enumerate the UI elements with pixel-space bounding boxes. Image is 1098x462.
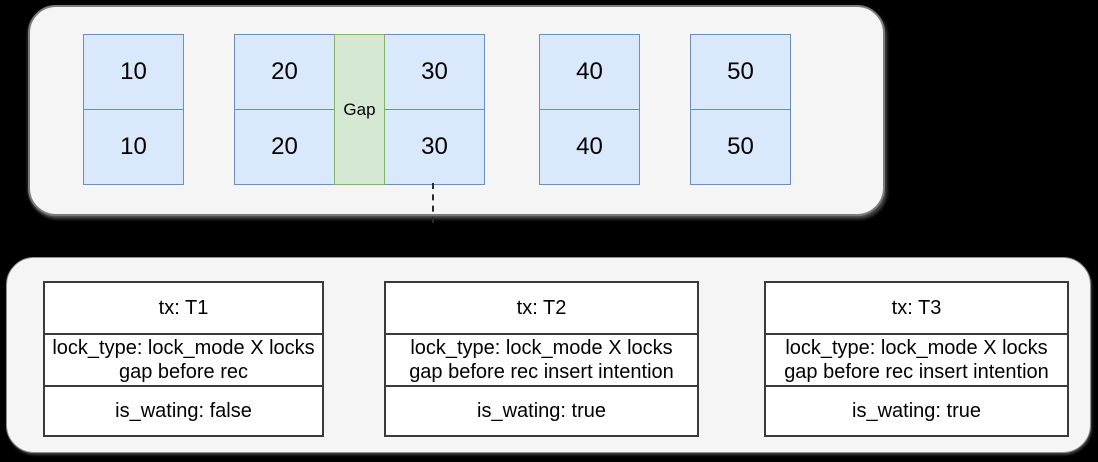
record-column-40: 40 40	[539, 34, 640, 185]
record-cell-40-bottom: 40	[539, 109, 640, 185]
record-cell-30-bottom: 30	[384, 109, 485, 185]
record-cell-20-top: 20	[234, 34, 335, 110]
record-cell-50-bottom: 50	[690, 109, 791, 185]
tx-lock-type: lock_type: lock_mode X locks gap before …	[766, 335, 1067, 387]
transactions-panel: tx: T1 lock_type: lock_mode X locks gap …	[6, 257, 1091, 453]
tx-lock-type: lock_type: lock_mode X locks gap before …	[45, 335, 322, 387]
record-cell-40-top: 40	[539, 34, 640, 110]
record-group-50: 50 50	[690, 34, 791, 185]
tx-is-waiting: is_wating: false	[115, 400, 252, 422]
tx-lock-type: lock_type: lock_mode X locks gap before …	[386, 335, 697, 387]
record-column-30: 30 30	[384, 34, 485, 185]
tx-title: tx: T3	[766, 283, 1067, 335]
record-cell-10-top: 10	[83, 34, 184, 110]
tx-title: tx: T2	[386, 283, 697, 335]
transaction-box-t2: tx: T2 lock_type: lock_mode X locks gap …	[384, 281, 699, 437]
tx-is-waiting: is_wating: true	[852, 400, 981, 422]
record-column-10: 10 10	[83, 34, 184, 185]
record-cell-20-bottom: 20	[234, 109, 335, 185]
gap-to-transactions-connector	[432, 183, 434, 223]
record-column-50: 50 50	[690, 34, 791, 185]
tx-is-waiting: is_wating: true	[477, 400, 606, 422]
record-cell-30-top: 30	[384, 34, 485, 110]
record-group-20-gap-30: 20 20 Gap 30 30	[234, 34, 485, 185]
index-records-panel: 10 10 20 20 Gap 30 30 40 40 50 50	[28, 5, 885, 216]
record-column-20: 20 20	[234, 34, 335, 185]
tx-title: tx: T1	[45, 283, 322, 335]
transaction-box-t1: tx: T1 lock_type: lock_mode X locks gap …	[43, 281, 324, 437]
record-cell-10-bottom: 10	[83, 109, 184, 185]
transaction-box-t3: tx: T3 lock_type: lock_mode X locks gap …	[764, 281, 1069, 437]
record-cell-50-top: 50	[690, 34, 791, 110]
record-group-10: 10 10	[83, 34, 184, 185]
record-group-40: 40 40	[539, 34, 640, 185]
gap-lock-cell: Gap	[334, 34, 385, 185]
